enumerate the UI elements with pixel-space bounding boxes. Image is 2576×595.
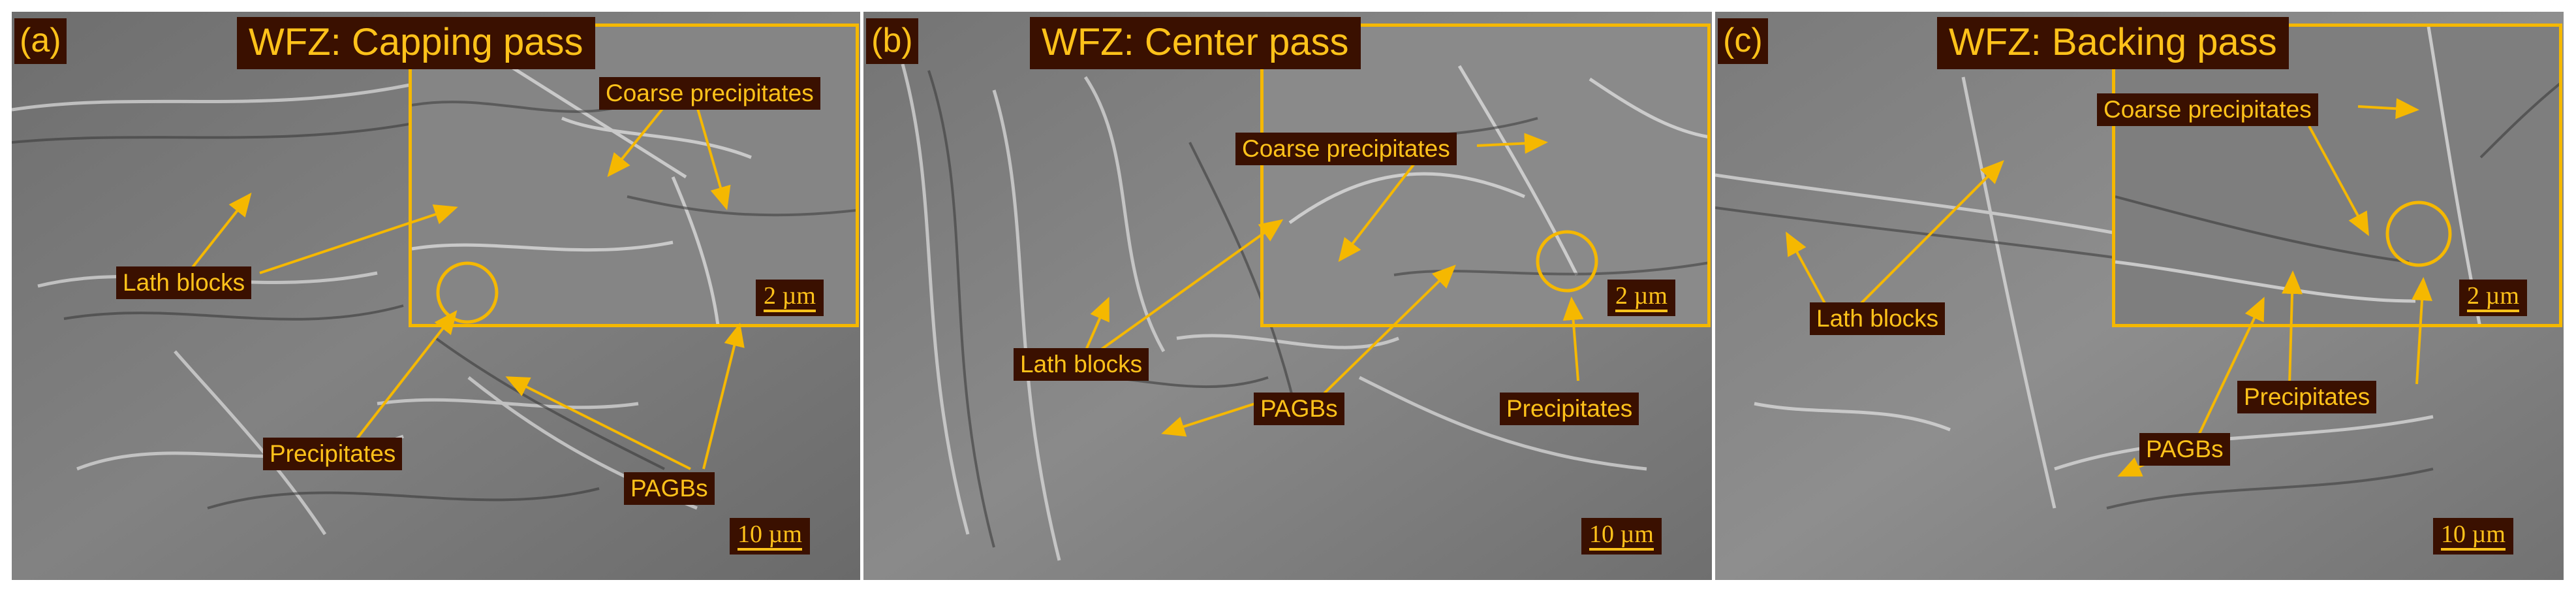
label-pagbs-c: PAGBs	[2139, 433, 2230, 466]
panel-tag-a: (a)	[14, 18, 67, 64]
panel-tag-b: (b)	[866, 18, 918, 64]
scale-bar-b: 10 µm	[1581, 518, 1662, 555]
inset-scale-text-a: 2 µm	[764, 282, 816, 310]
label-coarse-precipitates-a: Coarse precipitates	[599, 77, 820, 110]
micrograph-panel-b: (b) WFZ: Center pass Coarse precipitates…	[863, 12, 1712, 580]
inset-a	[409, 24, 859, 327]
panel-title-c: WFZ: Backing pass	[1937, 17, 2289, 69]
panel-title-a: WFZ: Capping pass	[237, 17, 595, 69]
label-lath-blocks-c: Lath blocks	[1810, 302, 1946, 335]
label-lath-blocks-a: Lath blocks	[116, 266, 252, 299]
inset-scale-bar-a: 2 µm	[756, 280, 824, 316]
label-precipitates-b: Precipitates	[1500, 393, 1639, 425]
label-coarse-precipitates-c: Coarse precipitates	[2097, 93, 2318, 126]
label-coarse-precipitates-b: Coarse precipitates	[1235, 133, 1457, 165]
inset-scale-bar-b: 2 µm	[1607, 280, 1675, 316]
panel-title-b: WFZ: Center pass	[1030, 17, 1361, 69]
scale-bar-a: 10 µm	[730, 518, 810, 555]
label-pagbs-b: PAGBs	[1254, 393, 1344, 425]
scale-text-b: 10 µm	[1589, 521, 1654, 548]
inset-scale-text-b: 2 µm	[1615, 282, 1668, 310]
label-lath-blocks-b: Lath blocks	[1014, 348, 1149, 381]
scale-bar-c: 10 µm	[2433, 518, 2513, 555]
scale-text-a: 10 µm	[737, 521, 802, 548]
label-pagbs-a: PAGBs	[624, 472, 715, 505]
panel-tag-c: (c)	[1718, 18, 1768, 64]
micrograph-panel-c: (c) WFZ: Backing pass Coarse precipitate…	[1715, 12, 2564, 580]
inset-scale-text-c: 2 µm	[2467, 282, 2519, 310]
inset-scale-bar-c: 2 µm	[2459, 280, 2527, 316]
label-precipitates-a: Precipitates	[263, 438, 403, 470]
label-precipitates-c: Precipitates	[2237, 381, 2377, 413]
scale-text-c: 10 µm	[2441, 521, 2506, 548]
micrograph-panel-a: (a) WFZ: Capping pass Coarse precipitate…	[12, 12, 860, 580]
